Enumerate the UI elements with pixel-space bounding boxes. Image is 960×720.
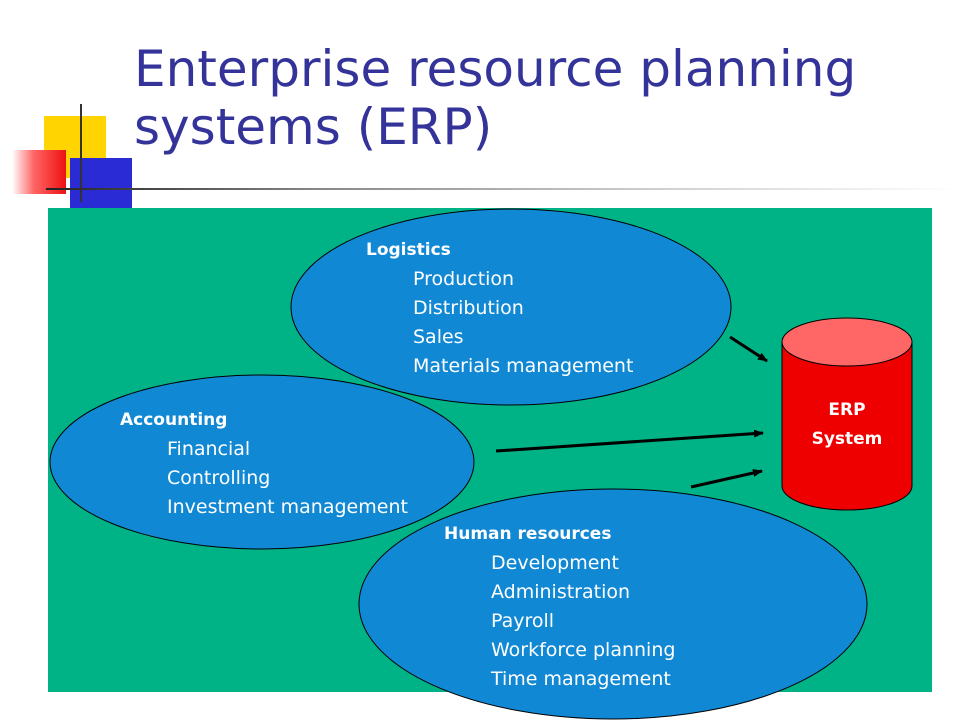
logistics-label: Logistics Production Distribution Sales … bbox=[366, 235, 633, 381]
accounting-item-financial: Financial bbox=[167, 438, 251, 460]
hr-item-payroll: Payroll bbox=[491, 610, 555, 632]
erp-label-line1: ERP bbox=[828, 400, 866, 420]
hr-item-time-management: Time management bbox=[491, 668, 671, 690]
slide-title: Enterprise resource planning systems (ER… bbox=[134, 40, 857, 156]
human-resources-label: Human resources Development Administrati… bbox=[444, 519, 675, 694]
logistics-item-production: Production bbox=[413, 268, 515, 290]
erp-database-cylinder bbox=[781, 317, 913, 511]
title-underline bbox=[46, 188, 960, 190]
human-resources-heading: Human resources bbox=[444, 524, 612, 544]
human-resources-arrow bbox=[690, 469, 763, 489]
decor-vertical-line bbox=[80, 104, 82, 202]
erp-system-label: ERP System bbox=[782, 396, 912, 454]
logistics-heading: Logistics bbox=[366, 240, 451, 260]
accounting-ellipse bbox=[49, 374, 475, 550]
accounting-arrow bbox=[495, 429, 764, 453]
accounting-heading: Accounting bbox=[120, 410, 228, 430]
human-resources-ellipse bbox=[358, 488, 868, 720]
decor-red-square bbox=[12, 150, 66, 194]
hr-item-development: Development bbox=[491, 552, 619, 574]
accounting-item-controlling: Controlling bbox=[167, 467, 271, 489]
logistics-ellipse bbox=[290, 208, 732, 406]
logistics-item-sales: Sales bbox=[413, 326, 464, 348]
accounting-item-investment-management: Investment management bbox=[167, 496, 408, 518]
logistics-item-distribution: Distribution bbox=[413, 297, 524, 319]
erp-label-line2: System bbox=[811, 429, 883, 449]
hr-item-workforce-planning: Workforce planning bbox=[491, 639, 676, 661]
accounting-label: Accounting Financial Controlling Investm… bbox=[120, 405, 408, 522]
logistics-item-materials-management: Materials management bbox=[413, 355, 634, 377]
hr-item-administration: Administration bbox=[491, 581, 631, 603]
logistics-arrow bbox=[729, 335, 768, 363]
